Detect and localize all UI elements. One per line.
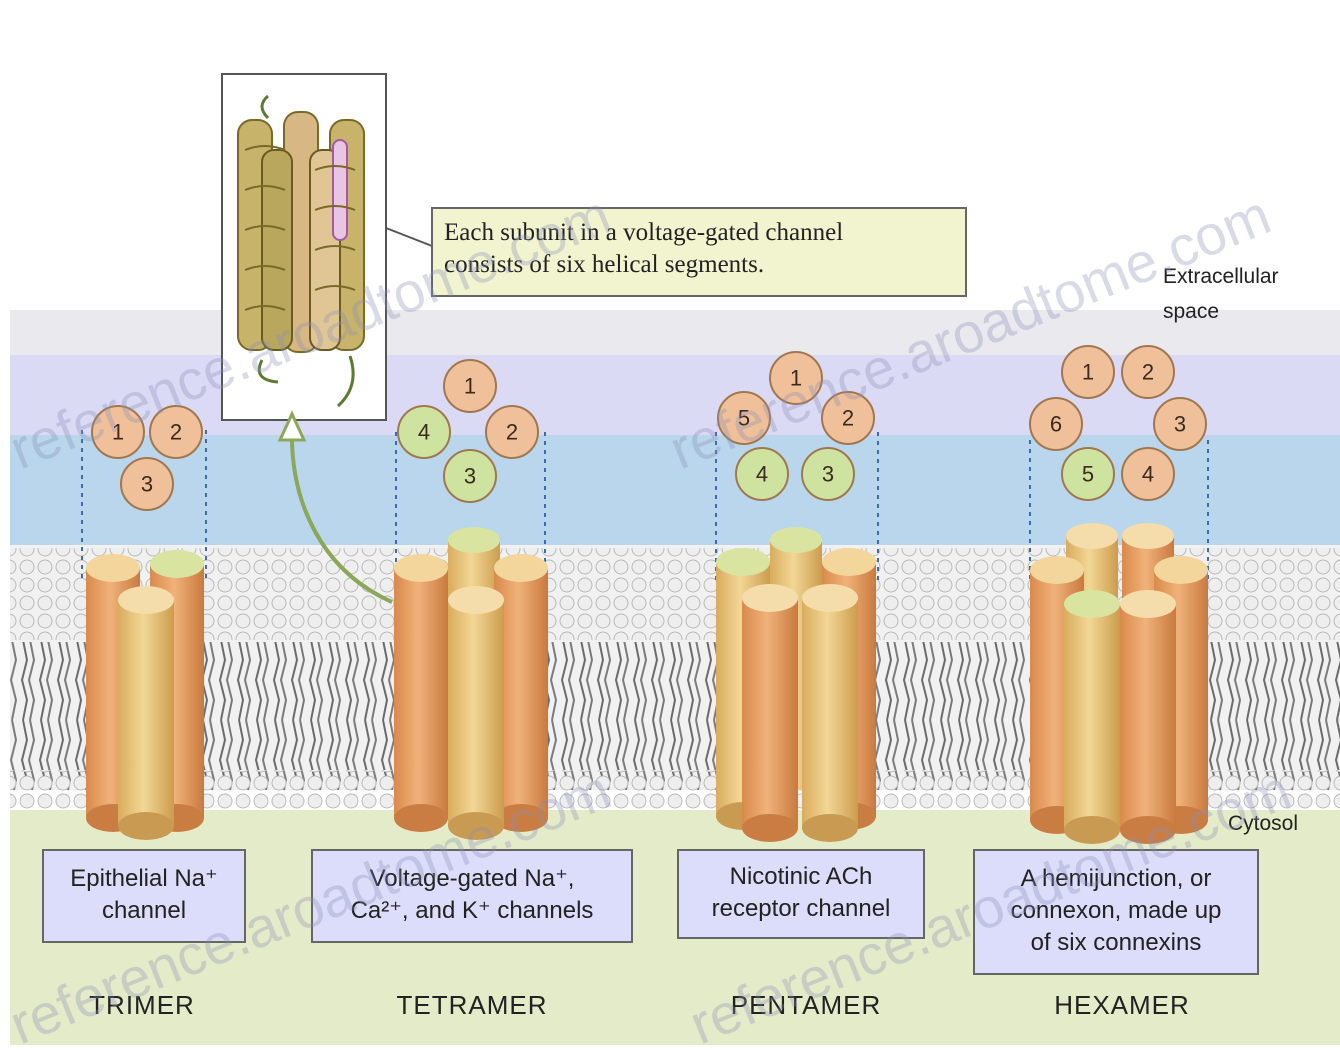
subunit-number: 2 [1142, 360, 1154, 385]
trimer-cylinders [86, 550, 204, 840]
subunit-number: 3 [464, 464, 476, 489]
hexamer-label-line-3: of six connexins [1031, 929, 1202, 956]
subunit-number: 4 [1142, 462, 1154, 487]
subunit-number: 4 [756, 462, 768, 487]
subunit-number: 3 [822, 462, 834, 487]
subunit-number: 2 [170, 420, 182, 445]
extracellular-label-line-2: space [1163, 300, 1219, 323]
subunit-number: 1 [1082, 360, 1094, 385]
pentamer-label-line-1: Nicotinic ACh [730, 863, 873, 890]
subunit-number: 6 [1050, 412, 1062, 437]
trimer-label-line-1: Epithelial Na⁺ [70, 865, 217, 892]
subunit-number: 3 [141, 472, 153, 497]
subunit-number: 1 [464, 374, 476, 399]
subunit-number: 5 [1082, 462, 1094, 487]
tetramer-caption: TETRAMER [397, 990, 548, 1020]
hexamer-caption: HEXAMER [1054, 990, 1190, 1020]
trimer-label-line-2: channel [102, 897, 186, 924]
subunit-number: 4 [418, 420, 430, 445]
pentamer-label-line-2: receptor channel [712, 895, 891, 922]
subunit-number: 3 [1174, 412, 1186, 437]
subunit-number: 2 [506, 420, 518, 445]
pentamer-cylinders [716, 527, 876, 842]
